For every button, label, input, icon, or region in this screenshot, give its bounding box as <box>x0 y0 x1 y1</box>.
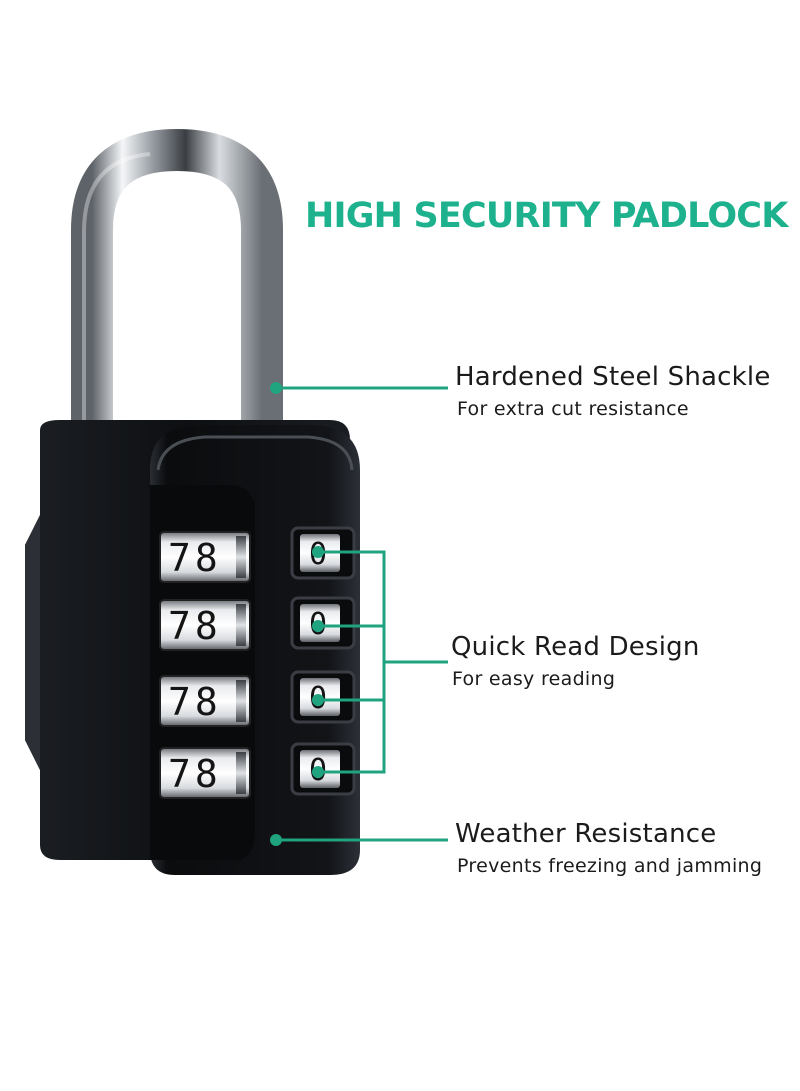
feature-subtitle-weather: Prevents freezing and jamming <box>457 855 763 877</box>
callout-lines <box>276 386 448 842</box>
dial-wheel-edges <box>236 536 246 794</box>
dial-digits: 78 78 78 78 <box>168 536 222 796</box>
dial-digits-3: 78 <box>168 680 222 724</box>
shackle <box>71 128 283 430</box>
feature-title-quick-read: Quick Read Design <box>451 632 700 662</box>
shackle-highlight <box>82 152 151 420</box>
page-title: HIGH SECURITY PADLOCK <box>305 196 788 236</box>
dial-digits-2: 78 <box>168 604 222 648</box>
dial-digits-1: 78 <box>168 536 222 580</box>
feature-subtitle-quick-read: For easy reading <box>452 668 616 690</box>
dial-windows-left <box>159 531 251 799</box>
feature-title-weather: Weather Resistance <box>455 819 717 849</box>
feature-title-shackle: Hardened Steel Shackle <box>455 362 771 392</box>
dial-digits-4: 78 <box>168 752 222 796</box>
callout-dots <box>270 382 324 846</box>
feature-subtitle-shackle: For extra cut resistance <box>457 398 689 420</box>
